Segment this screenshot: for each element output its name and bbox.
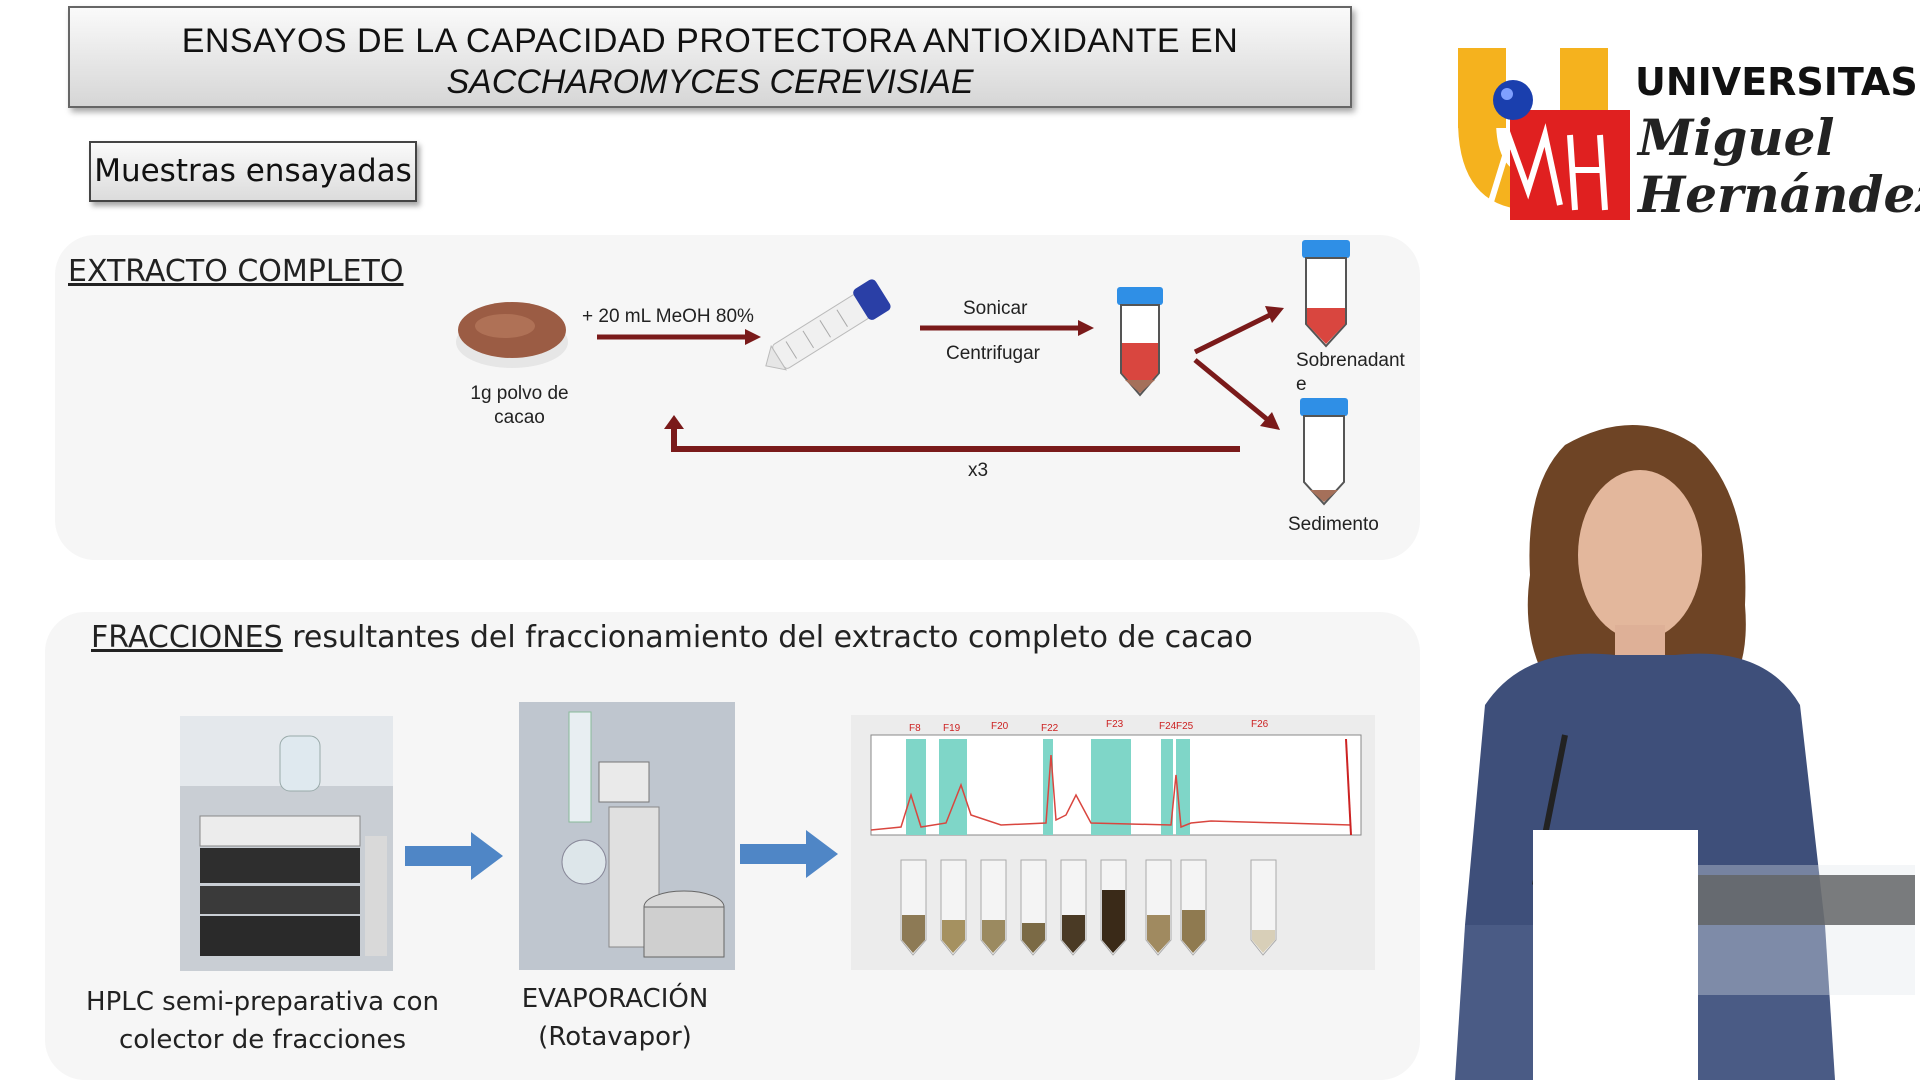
reagent-label: + 20 mL MeOH 80%	[582, 306, 754, 327]
evaporation-caption-line2: (Rotavapor)	[538, 1022, 692, 1052]
presenter-video	[1455, 425, 1915, 1080]
fraction-tubes	[900, 859, 1277, 956]
fraction-label: F24	[1159, 721, 1177, 732]
slide-title: ENSAYOS DE LA CAPACIDAD PROTECTORA ANTIO…	[68, 6, 1352, 108]
step-sonicar: Sonicar	[963, 298, 1028, 319]
powder-label: 1g polvo de cacao	[452, 382, 587, 430]
powder-label-line1: 1g polvo de	[470, 383, 569, 404]
fraction-label: F20	[991, 721, 1009, 732]
slide-title-line1: ENSAYOS DE LA CAPACIDAD PROTECTORA ANTIO…	[181, 22, 1239, 60]
split-arrows	[1193, 306, 1284, 430]
centrifuged-tube-icon	[1117, 287, 1163, 397]
university-logo: UNIVERSITAS Miguel Hernández	[1450, 40, 1920, 240]
samples-label-box: Muestras ensayadas	[89, 141, 417, 202]
supernatant-label-line2: e	[1296, 374, 1307, 395]
extracto-panel	[55, 235, 1420, 560]
powder-label-line2: cacao	[494, 407, 545, 428]
supernatant-label-line1: Sobrenadant	[1296, 350, 1405, 371]
fracciones-title: FRACCIONES resultantes del fraccionamien…	[91, 620, 1253, 655]
logo-universitas: UNIVERSITAS	[1635, 60, 1918, 104]
logo-hernandez: Hernández	[1638, 165, 1920, 224]
hplc-caption-line1: HPLC semi-preparativa con	[86, 987, 439, 1017]
fracciones-title-underlined: FRACCIONES	[91, 620, 283, 655]
supernatant-label: Sobrenadant e	[1296, 349, 1405, 397]
rotavapor-image	[519, 702, 735, 970]
blue-arrow-2	[740, 830, 838, 878]
fraction-label: F25	[1176, 721, 1194, 732]
umh-emblem-icon	[1458, 48, 1630, 220]
supernatant-tube-icon	[1302, 240, 1350, 348]
logo-miguel: Miguel	[1638, 108, 1835, 167]
extracto-title: EXTRACTO COMPLETO	[68, 254, 404, 289]
evaporation-caption: EVAPORACIÓN (Rotavapor)	[500, 980, 730, 1056]
fraction-label: F8	[909, 723, 921, 734]
fracciones-title-rest: resultantes del fraccionamiento del extr…	[282, 620, 1253, 655]
slide-title-line2: SACCHAROMYCES CEREVISIAE	[446, 63, 974, 101]
repeat-label: x3	[968, 460, 989, 481]
repeat-arrow	[664, 415, 1240, 452]
falcon-tube-image	[765, 279, 891, 371]
fraction-label: F23	[1106, 719, 1124, 730]
sediment-label: Sedimento	[1288, 514, 1379, 535]
sonicar-arrow	[920, 320, 1094, 336]
hplc-caption-line2: colector de fracciones	[118, 1025, 407, 1055]
fraction-label: F26	[1251, 719, 1269, 730]
fraction-label: F19	[943, 723, 961, 734]
hplc-caption: HPLC semi-preparativa con colector de fr…	[80, 983, 445, 1059]
reagent-arrow	[597, 329, 761, 345]
evaporation-caption-line1: EVAPORACIÓN	[521, 984, 709, 1014]
chromatogram-photo: F8 F19 F20 F22 F23 F24 F25 F26	[851, 715, 1375, 970]
step-centrifugar: Centrifugar	[946, 343, 1040, 364]
chromatogram-plot: F8 F19 F20 F22 F23 F24 F25 F26	[870, 719, 1362, 956]
fraction-labels: F8 F19 F20 F22 F23 F24 F25 F26	[909, 719, 1269, 734]
hplc-image	[180, 716, 393, 971]
fraction-label: F22	[1041, 723, 1059, 734]
blue-arrow-1	[405, 832, 503, 880]
cacao-powder-image	[456, 302, 568, 368]
sediment-tube-icon	[1300, 398, 1348, 506]
